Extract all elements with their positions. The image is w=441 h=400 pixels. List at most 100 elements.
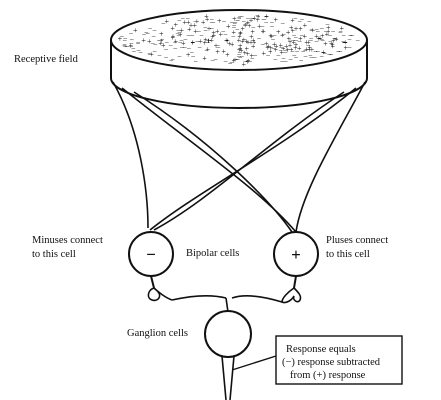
field-minus-mark: − <box>148 24 153 33</box>
field-minus-mark: − <box>222 17 227 26</box>
field-plus-mark: + <box>256 12 261 21</box>
field-plus-mark: + <box>246 38 251 47</box>
field-minus-mark: − <box>347 44 352 53</box>
field-minus-mark: − <box>169 56 174 65</box>
response-line2: (−) response subtracted <box>282 357 381 368</box>
field-plus-mark: + <box>237 32 242 41</box>
field-minus-mark: − <box>237 48 242 57</box>
field-plus-mark: + <box>298 35 303 44</box>
field-minus-mark: − <box>233 18 238 27</box>
plus-cell-label-line2: to this cell <box>326 249 370 260</box>
field-plus-mark: + <box>307 43 312 52</box>
field-minus-mark: − <box>177 52 182 61</box>
field-plus-mark: + <box>173 37 178 46</box>
field-plus-mark: + <box>173 21 178 30</box>
field-plus-mark: + <box>330 41 335 50</box>
field-plus-mark: + <box>322 48 327 57</box>
field-minus-mark: − <box>147 50 152 59</box>
field-minus-mark: − <box>270 22 275 31</box>
field-minus-mark: − <box>123 36 128 45</box>
field-plus-mark: + <box>293 43 298 52</box>
field-plus-mark: + <box>205 45 210 54</box>
field-plus-mark: + <box>256 16 261 25</box>
field-plus-mark: + <box>191 38 196 47</box>
field-plus-mark: + <box>334 35 339 44</box>
field-minus-mark: − <box>293 33 298 42</box>
field-minus-mark: − <box>311 26 316 35</box>
field-minus-mark: − <box>338 27 343 36</box>
field-minus-mark: − <box>161 20 166 29</box>
field-plus-mark: + <box>307 46 312 55</box>
field-minus-mark: − <box>293 14 298 23</box>
field-plus-mark: + <box>243 21 248 30</box>
field-minus-mark: − <box>120 32 125 41</box>
field-minus-mark: − <box>323 49 328 58</box>
field-minus-mark: − <box>231 33 236 42</box>
receptive-field-label: Receptive field <box>14 54 79 65</box>
field-minus-mark: − <box>194 57 199 66</box>
field-plus-mark: + <box>303 21 308 30</box>
field-minus-mark: − <box>238 12 243 21</box>
field-minus-mark: − <box>144 28 149 37</box>
field-plus-mark: + <box>325 30 330 39</box>
field-minus-mark: − <box>264 18 269 27</box>
field-minus-mark: − <box>190 32 195 41</box>
minus-bipolar-cell: − <box>128 231 174 289</box>
field-plus-mark: + <box>240 37 245 46</box>
field-plus-mark: + <box>273 46 278 55</box>
field-minus-mark: − <box>281 30 286 39</box>
response-callout: Response equals (−) response subtracted … <box>231 335 403 385</box>
field-minus-mark: − <box>244 19 249 28</box>
field-minus-mark: − <box>164 45 169 54</box>
field-plus-mark: + <box>251 42 256 51</box>
field-plus-mark: + <box>240 25 245 34</box>
field-minus-mark: − <box>122 41 127 50</box>
field-minus-mark: − <box>125 42 130 51</box>
field-plus-mark: + <box>202 38 207 47</box>
field-minus-mark: − <box>237 14 242 23</box>
field-minus-mark: − <box>177 16 182 25</box>
field-minus-mark: − <box>341 37 346 46</box>
field-plus-mark: + <box>290 16 295 25</box>
field-minus-mark: − <box>280 57 285 66</box>
field-plus-mark: + <box>280 31 285 40</box>
field-minus-mark: − <box>283 48 288 57</box>
field-minus-mark: − <box>272 32 277 41</box>
field-plus-mark: + <box>203 36 208 45</box>
field-minus-mark: − <box>314 25 319 34</box>
field-minus-mark: − <box>210 15 215 24</box>
field-plus-mark: + <box>268 31 273 40</box>
field-minus-mark: − <box>175 29 180 38</box>
field-minus-mark: − <box>210 24 215 33</box>
synaptic-terminals <box>147 287 302 313</box>
field-minus-mark: − <box>123 42 128 51</box>
field-minus-mark: − <box>294 53 299 62</box>
field-minus-mark: − <box>251 23 256 32</box>
field-minus-mark: − <box>288 56 293 65</box>
field-plus-mark: + <box>195 17 200 26</box>
field-minus-mark: − <box>350 31 355 40</box>
field-plus-mark: + <box>225 36 230 45</box>
field-minus-mark: − <box>157 36 162 45</box>
field-minus-mark: − <box>232 19 237 28</box>
field-minus-mark: − <box>355 37 360 46</box>
field-plus-mark: + <box>261 27 266 36</box>
field-minus-mark: − <box>235 26 240 35</box>
field-minus-mark: − <box>278 47 283 56</box>
response-line1: Response equals <box>286 344 356 355</box>
field-minus-mark: − <box>173 39 178 48</box>
field-plus-mark: + <box>232 57 237 66</box>
field-plus-mark: + <box>238 28 243 37</box>
field-minus-mark: − <box>333 34 338 43</box>
field-minus-mark: − <box>176 31 181 40</box>
field-plus-mark: + <box>193 27 198 36</box>
field-minus-mark: − <box>193 17 198 26</box>
field-plus-mark: + <box>280 48 285 57</box>
field-minus-mark: − <box>245 50 250 59</box>
field-minus-mark: − <box>338 29 343 38</box>
field-plus-mark: + <box>147 37 152 46</box>
field-minus-mark: − <box>223 58 228 67</box>
field-minus-mark: − <box>146 29 151 38</box>
field-minus-mark: − <box>248 57 253 66</box>
field-minus-mark: − <box>235 16 240 25</box>
